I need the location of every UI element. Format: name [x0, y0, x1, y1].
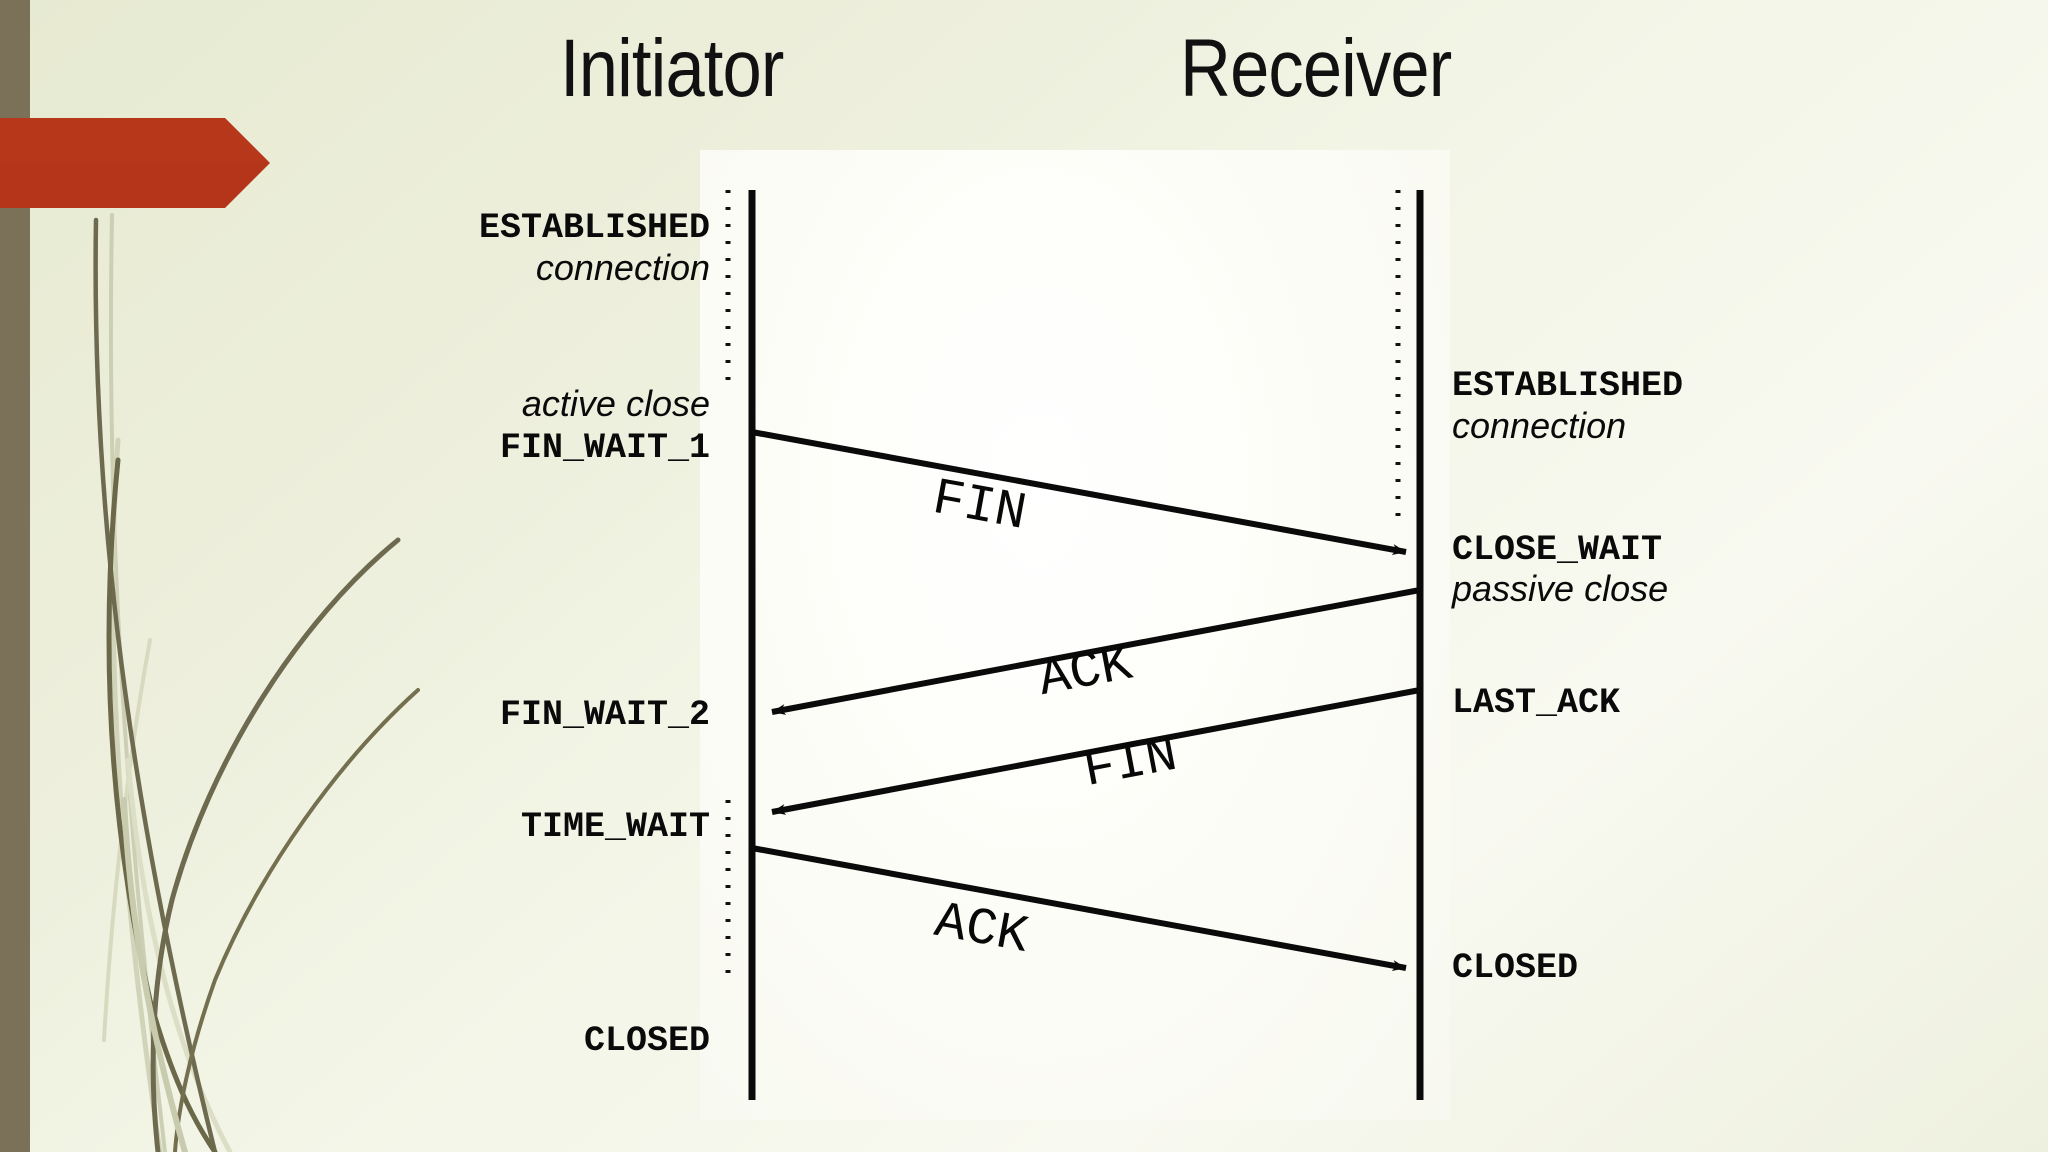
message-arrow-fin-2 [771, 687, 1421, 815]
diagram-background [700, 150, 1450, 1120]
state-label-fin-wait-1: FIN_WAIT_1 [499, 428, 710, 468]
column-title-receiver: Receiver [1180, 23, 1452, 114]
message-arrow-ack-1 [771, 587, 1421, 715]
message-arrow-fin-1 [751, 429, 1407, 555]
note-label-passive-close: passive close [1452, 568, 1669, 609]
column-title-initiator: Initiator [560, 23, 784, 114]
note-label-active-close: active close [521, 383, 710, 424]
note-label-left-connection: connection [535, 247, 710, 288]
state-label-left-closed: CLOSED [583, 1021, 710, 1061]
red-arrow-banner [0, 118, 270, 208]
state-label-right-established: ESTABLISHED [1452, 366, 1684, 406]
state-label-left-established: ESTABLISHED [478, 208, 710, 248]
state-label-time-wait: TIME_WAIT [520, 807, 710, 847]
state-label-fin-wait-2: FIN_WAIT_2 [499, 695, 710, 735]
note-label-right-connection: connection [1452, 405, 1627, 446]
message-arrow-ack-2 [751, 845, 1407, 971]
state-label-last-ack: LAST_ACK [1452, 683, 1621, 723]
state-label-right-closed: CLOSED [1452, 948, 1579, 988]
state-label-close-wait: CLOSE_WAIT [1452, 530, 1663, 570]
